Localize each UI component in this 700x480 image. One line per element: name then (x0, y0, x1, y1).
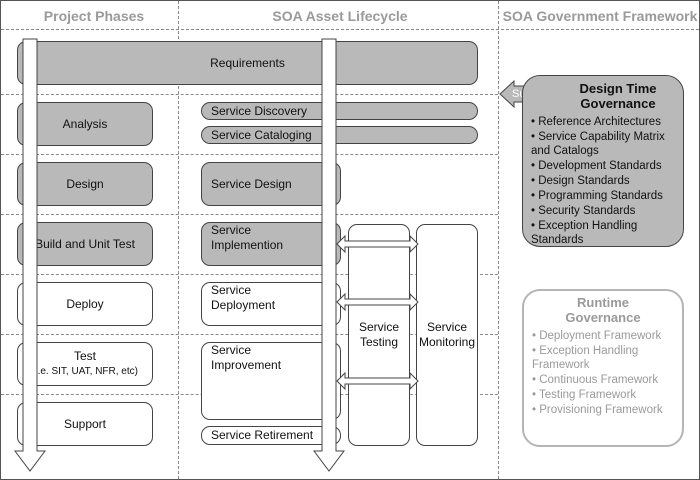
row-divider (1, 334, 498, 335)
row-divider (1, 154, 498, 155)
service-deployment-label-2: Deployment (211, 298, 276, 312)
service-implementation-label-1: Service (211, 223, 252, 237)
design-time-item: • Design Standards (531, 175, 630, 187)
service-implementation-box: Service Implemention (201, 222, 341, 266)
phase-deploy: Deploy (17, 282, 153, 326)
double-arrow-deployment (336, 292, 419, 312)
service-testing-box: Service Testing (348, 224, 410, 446)
design-time-list: • Reference Architectures • Service Capa… (523, 115, 683, 247)
service-discovery-box: Service Discovery (201, 102, 478, 120)
runtime-governance-panel: Runtime Governance • Deployment Framewor… (522, 289, 684, 447)
design-time-item: • Reference Architectures (531, 116, 661, 128)
service-improvement-label-1: Service (211, 343, 252, 357)
phase-build-label: Build and Unit Test (35, 236, 135, 251)
design-time-title-1: Design Time (579, 81, 657, 96)
runtime-list: • Deployment Framework • Exception Handl… (524, 329, 682, 417)
down-arrow-phases (14, 38, 46, 472)
runtime-item: • Testing Framework (532, 389, 637, 401)
service-improvement-label-2: Improvement (211, 358, 282, 372)
phase-deploy-label: Deploy (66, 296, 104, 311)
down-arrow-lifecycle (313, 38, 345, 472)
service-testing-label-1: Service (358, 320, 399, 334)
service-monitoring-label-1: Service (426, 320, 467, 334)
row-divider (1, 94, 498, 95)
design-time-item: • Development Standards (531, 160, 662, 172)
service-design-box: Service Design (201, 162, 341, 206)
runtime-title-2: Governance (565, 310, 641, 325)
double-arrow-improvement (336, 371, 419, 391)
header-project-phases: Project Phases (43, 8, 145, 24)
design-time-title-2: Governance (580, 96, 656, 111)
requirements-box: Requirements (17, 41, 478, 85)
phase-test-label: Test (73, 349, 96, 363)
service-testing-label-2: Testing (359, 335, 399, 349)
design-time-item: • Service Capability Matrix and Catalogs (531, 131, 665, 157)
column-divider (498, 1, 499, 479)
design-time-item: • Security Standards (531, 205, 636, 217)
service-cataloging-box: Service Cataloging (201, 126, 478, 144)
service-implementation-label-2: Implemention (211, 238, 284, 252)
service-discovery-label: Service Discovery (211, 103, 308, 118)
design-time-governance-panel: Design Time Governance • Reference Archi… (522, 75, 684, 247)
design-time-item: • Programming Standards (531, 190, 663, 202)
double-arrow-implementation (336, 234, 419, 254)
phase-support: Support (17, 402, 153, 446)
column-divider (178, 1, 179, 479)
service-deployment-label-1: Service (211, 283, 252, 297)
row-divider (1, 214, 498, 215)
phase-test-sublabel: (i.e. SIT, UAT, NFR, etc) (32, 366, 138, 377)
service-design-label: Service Design (211, 176, 292, 191)
phase-analysis: Analysis (17, 102, 153, 146)
runtime-title-1: Runtime (577, 295, 629, 310)
service-monitoring-label-2: Monitoring (418, 335, 476, 349)
service-retirement-label: Service Retirement (211, 428, 314, 442)
phase-analysis-label: Analysis (62, 116, 108, 131)
row-divider (1, 274, 498, 275)
phase-design: Design (17, 162, 153, 206)
service-monitoring-box: Service Monitoring (416, 224, 478, 446)
phase-design-label: Design (66, 176, 104, 191)
service-improvement-box: Service Improvement (201, 342, 341, 420)
requirements-label: Requirements (210, 55, 285, 70)
service-cataloging-label: Service Cataloging (211, 127, 312, 142)
phase-build-and-unit-test: Build and Unit Test (17, 222, 153, 266)
design-time-item: • Exception Handling Standards (531, 220, 638, 246)
phase-support-label: Support (63, 416, 107, 431)
service-retirement-box: Service Retirement (201, 426, 341, 445)
runtime-item: • Exception Handling Framework (532, 345, 639, 371)
runtime-item: • Provisioning Framework (532, 404, 663, 416)
header-soa-government-framework: SOA Government Framework (502, 8, 698, 24)
phase-test: Test (i.e. SIT, UAT, NFR, etc) (17, 342, 153, 386)
header-divider (1, 29, 699, 30)
header-soa-asset-lifecycle: SOA Asset Lifecycle (272, 8, 408, 24)
runtime-item: • Continuous Framework (532, 374, 659, 386)
runtime-item: • Deployment Framework (532, 330, 662, 342)
